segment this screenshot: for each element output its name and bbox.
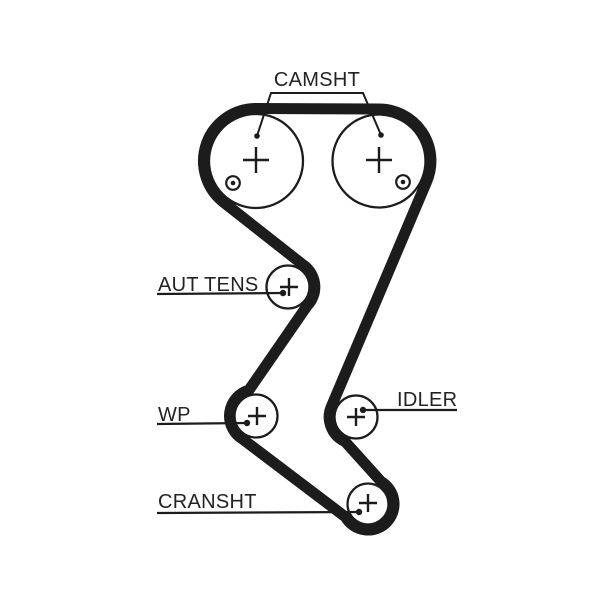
water-pump-pointer-dot: [243, 419, 251, 427]
timing-belt-path: [198, 103, 437, 536]
left-cam-cross-mark-icon: [243, 147, 269, 173]
right-cam-timing-mark-icon: [395, 174, 411, 190]
right-cam-cross-mark-icon: [366, 147, 392, 173]
idler-cross-mark-icon: [347, 408, 365, 426]
tensioner-cross-mark-icon: [280, 278, 298, 296]
idler-pointer-dot: [359, 406, 367, 414]
camshaft-left-pointer-dot: [254, 133, 260, 139]
tensioner-label: AUT TENS: [158, 274, 259, 296]
crankshaft-leader-line: [156, 510, 360, 515]
crankshaft-label: CRANSHT: [158, 491, 257, 513]
idler-label: IDLER: [397, 389, 457, 411]
tensioner-pointer-dot: [279, 289, 287, 297]
water-pump-cross-mark-icon: [248, 407, 266, 425]
tensioner-leader-line: [156, 291, 284, 296]
crankshaft-pointer-dot: [355, 508, 363, 516]
left-cam-timing-mark-icon: [225, 175, 241, 191]
water-pump-label: WP: [158, 404, 191, 426]
camshaft-label: CAMSHT: [274, 69, 360, 91]
camshaft-right-pointer-dot: [378, 132, 384, 138]
crankshaft-cross-mark-icon: [359, 494, 377, 512]
